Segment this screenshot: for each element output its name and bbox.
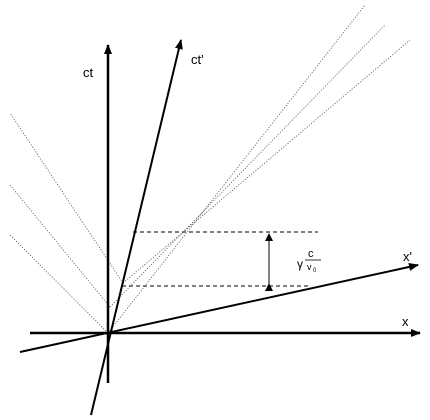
- fraction-denominator: v: [307, 262, 312, 272]
- x-axis-label: x: [402, 314, 409, 329]
- x-prime-axis-label: x': [403, 249, 412, 264]
- fraction-denominator-subscript: 0: [313, 268, 317, 274]
- light-line-2-down-left: [9, 112, 124, 284]
- ct-prime-axis-label: ct': [191, 52, 204, 67]
- gamma-symbol: γ: [297, 257, 303, 271]
- light-line-1-down-left: [9, 184, 111, 308]
- light-line-origin-down-left: [9, 234, 109, 334]
- fraction-numerator: c: [308, 248, 314, 260]
- ct-axis-label: ct: [83, 65, 94, 80]
- ct-prime-axis: [90, 39, 183, 416]
- light-lines: [9, 4, 411, 334]
- light-line-origin-up: [107, 4, 366, 334]
- x-prime-axis: [19, 263, 419, 353]
- light-line-2-up: [122, 39, 411, 284]
- light-line-1-up: [109, 24, 386, 308]
- interval-annotation: γ c v 0: [297, 248, 321, 274]
- simultaneity-lines: [122, 231, 318, 287]
